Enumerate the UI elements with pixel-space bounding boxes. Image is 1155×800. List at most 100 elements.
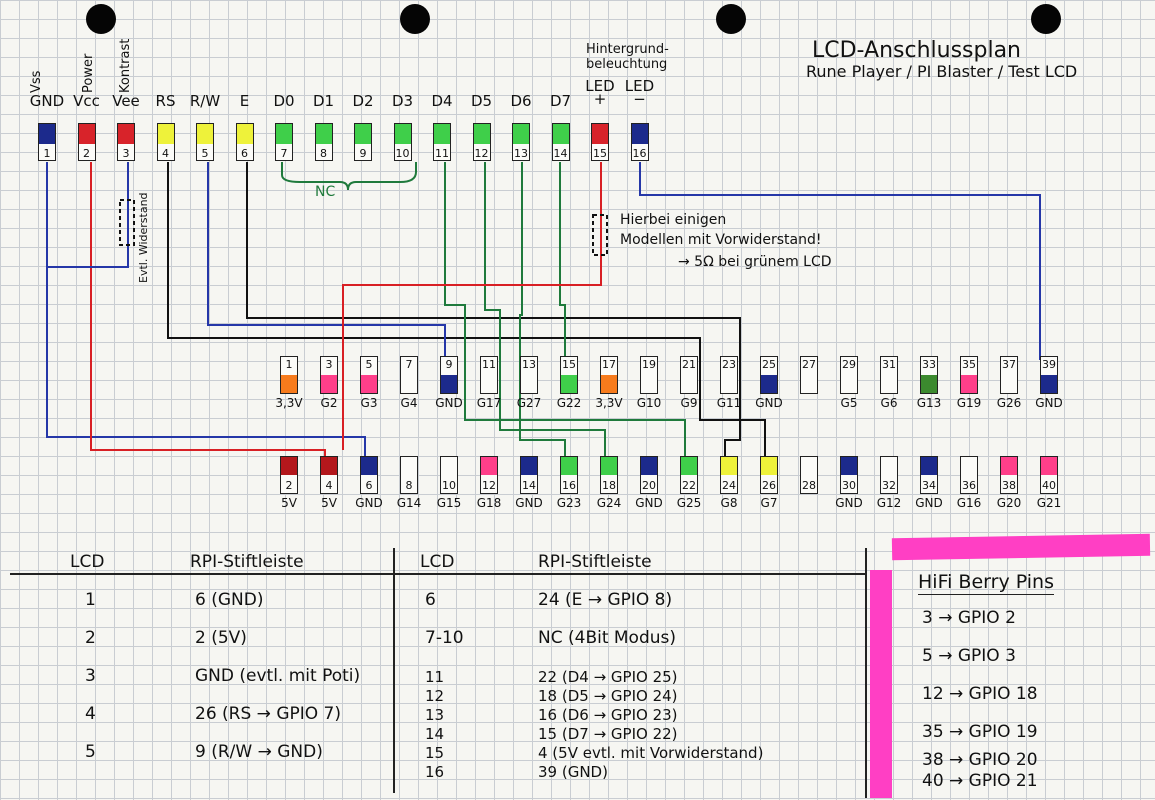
header-pin: 29 — [840, 356, 858, 394]
table-lcd-pin: 7-10 — [425, 628, 464, 648]
header-pin: 6 — [360, 456, 378, 494]
table-lcd-pin: 2 — [85, 628, 96, 648]
header-pin-number: 33 — [922, 358, 936, 371]
lcd-pin-color-swatch — [592, 124, 608, 144]
table-rpi-pin: 26 (RS → GPIO 7) — [195, 704, 341, 724]
header-pin-label: G22 — [556, 396, 582, 410]
table-lcd-pin: 14 — [425, 725, 445, 743]
header-pin-color-swatch — [361, 375, 377, 393]
header-pin-color-swatch — [961, 375, 977, 393]
diagram-subtitle: Rune Player / PI Blaster / Test LCD — [806, 62, 1078, 81]
header-pin: 35 — [960, 356, 978, 394]
wire-led-plus — [342, 162, 602, 450]
wire-led-minus — [639, 162, 1041, 360]
table-lcd-pin: 6 — [425, 590, 436, 610]
header-pin-label: G7 — [760, 496, 778, 510]
header-pin: 21 — [680, 356, 698, 394]
header-pin-label: G5 — [840, 396, 858, 410]
header-pin-color-swatch — [321, 457, 337, 475]
header-pin: 31 — [880, 356, 898, 394]
header-pin-color-swatch — [881, 457, 897, 475]
header-pin-label: GND — [515, 496, 543, 510]
header-pin-number: 19 — [642, 358, 656, 371]
lcd-pin-label: Vee — [112, 92, 140, 110]
header-pin: 24 — [720, 456, 738, 494]
wire-rw — [207, 162, 446, 380]
header-pin-number: 40 — [1042, 479, 1056, 492]
header-pin-number: 4 — [325, 479, 333, 492]
header-pin-label: G18 — [476, 496, 502, 510]
resistor-symbol — [592, 214, 608, 256]
header-pin-label: 5V — [281, 496, 297, 510]
header-pin-label: G3 — [360, 396, 378, 410]
table-lcd-pin: 3 — [85, 666, 96, 686]
wire-d5 — [484, 162, 606, 468]
header-pin: 23 — [720, 356, 738, 394]
poti-symbol — [119, 199, 135, 246]
header-pin-number: 23 — [722, 358, 736, 371]
lcd-pin-color-swatch — [315, 124, 332, 144]
header-pin-label: GND — [435, 396, 463, 410]
header-pin-color-swatch — [681, 457, 697, 475]
left-table-header-lcd: LCD — [70, 552, 105, 572]
header-pin-number: 8 — [405, 479, 413, 492]
header-pin: 30 — [840, 456, 858, 494]
lcd-pin-label: D0 — [273, 92, 295, 110]
table-lcd-pin: 1 — [85, 590, 96, 610]
highlight-band — [870, 570, 892, 798]
header-pin: 27 — [800, 356, 818, 394]
resistor-note-line3: → 5Ω bei grünem LCD — [678, 254, 832, 270]
lcd-pin: 10 — [393, 123, 412, 161]
lcd-pin-color-swatch — [118, 124, 134, 144]
diagram-title: LCD-Anschlussplan — [812, 38, 1021, 63]
header-pin-number: 32 — [882, 479, 896, 492]
lcd-pin-number: 1 — [43, 147, 51, 160]
hifiberry-pin-row: 12 → GPIO 18 — [922, 684, 1038, 704]
lcd-pin-label: D6 — [510, 92, 532, 110]
header-pin-number: 6 — [365, 479, 373, 492]
table-lcd-pin: 11 — [425, 668, 445, 686]
lcd-pin-color-swatch — [552, 124, 569, 144]
header-pin-number: 35 — [962, 358, 976, 371]
header-pin-color-swatch — [761, 457, 777, 475]
header-pin: 25 — [760, 356, 778, 394]
header-pin-label: G16 — [956, 496, 982, 510]
header-pin-label: G21 — [1036, 496, 1062, 510]
header-pin: 12 — [480, 456, 498, 494]
header-pin-color-swatch — [841, 457, 857, 475]
table-rpi-pin: 2 (5V) — [195, 628, 247, 648]
table-divider-right — [865, 548, 867, 798]
header-pin-color-swatch — [601, 457, 617, 475]
header-pin: 38 — [1000, 456, 1018, 494]
header-pin-number: 26 — [762, 479, 776, 492]
left-table-header-rpi: RPI-Stiftleiste — [190, 552, 304, 572]
header-pin-color-swatch — [921, 457, 937, 475]
header-pin: 9 — [440, 356, 458, 394]
lcd-pin-number: 4 — [162, 147, 169, 160]
header-pin: 26 — [760, 456, 778, 494]
header-pin: 20 — [640, 456, 658, 494]
lcd-pin-label: D7 — [549, 92, 572, 110]
lcd-pin: 7 — [275, 123, 293, 161]
right-table-header-rpi: RPI-Stiftleiste — [538, 552, 652, 572]
header-pin-color-swatch — [641, 457, 657, 475]
header-pin-label: G4 — [400, 396, 418, 410]
header-pin-label: GND — [755, 396, 783, 410]
header-pin: 2 — [280, 456, 298, 494]
table-rpi-pin: 9 (R/W → GND) — [195, 742, 323, 762]
header-pin-color-swatch — [601, 375, 617, 393]
header-pin-number: 5 — [365, 358, 373, 371]
header-pin-color-swatch — [681, 375, 697, 393]
header-pin-label: G13 — [916, 396, 942, 410]
table-rpi-pin: 24 (E → GPIO 8) — [538, 590, 673, 610]
header-pin-color-swatch — [561, 457, 577, 475]
lcd-pin: 4 — [156, 123, 175, 161]
header-pin-number: 28 — [802, 479, 816, 492]
header-pin: 13 — [520, 356, 538, 394]
header-pin-color-swatch — [281, 375, 297, 393]
lcd-pin-number: 12 — [474, 147, 489, 160]
header-pin-number: 1 — [285, 358, 293, 371]
header-pin: 18 — [600, 456, 618, 494]
lcd-pin-number: 3 — [122, 147, 130, 160]
